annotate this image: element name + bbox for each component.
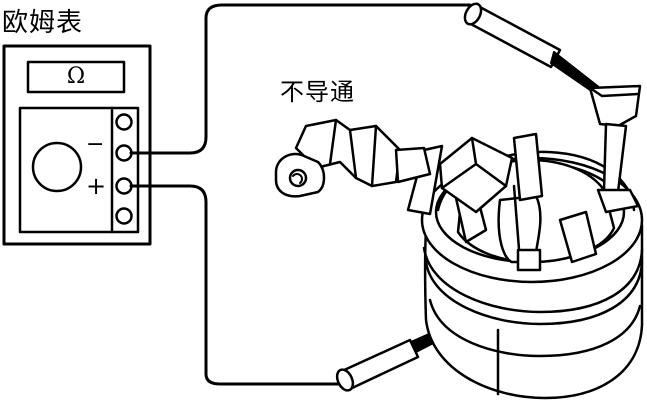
- contact-stem-base: [596, 188, 640, 214]
- brush-arm-fold-1: [328, 118, 338, 166]
- probe-top-handle: [467, 4, 562, 69]
- probe-top: [463, 2, 601, 95]
- brush-arm-fold-3: [370, 124, 378, 188]
- terminal-1: [115, 113, 133, 131]
- probe-top-cap: [463, 2, 483, 26]
- carbon-brush-front-edge: [470, 136, 478, 166]
- dial-knob: [31, 141, 83, 193]
- meter-title: 欧姆表: [2, 8, 84, 38]
- brush-arm-fold-2: [348, 128, 358, 180]
- terminal-tab-hole: [288, 168, 308, 188]
- lead-wire-minus: [129, 3, 472, 155]
- ohm-unit-display: Ω: [66, 64, 86, 89]
- holder-body-ring-3: [428, 298, 642, 358]
- holder-body-ring-2: [424, 260, 644, 326]
- probe-bottom-cap: [335, 368, 355, 392]
- brush-arm-link: [394, 146, 432, 184]
- slot-right-plate: [558, 210, 598, 264]
- slot-center-plate: [512, 132, 544, 202]
- terminal-4: [115, 207, 133, 225]
- holder-body-ring-1: [422, 246, 644, 314]
- test-leads: [129, 3, 472, 386]
- terminal-plus-label: +: [86, 172, 107, 200]
- brush-holder-assembly: [274, 84, 644, 400]
- ohmmeter-display: [26, 60, 126, 94]
- lead-wire-plus: [129, 184, 347, 386]
- ohmmeter-panel: [18, 106, 140, 234]
- continuity-status-label: 不导通: [280, 78, 355, 106]
- contact-cup-rim: [588, 86, 640, 98]
- terminal-minus-label: −: [86, 132, 105, 157]
- terminal-tab-screw: [292, 173, 303, 184]
- slot-lower-plate: [516, 248, 542, 272]
